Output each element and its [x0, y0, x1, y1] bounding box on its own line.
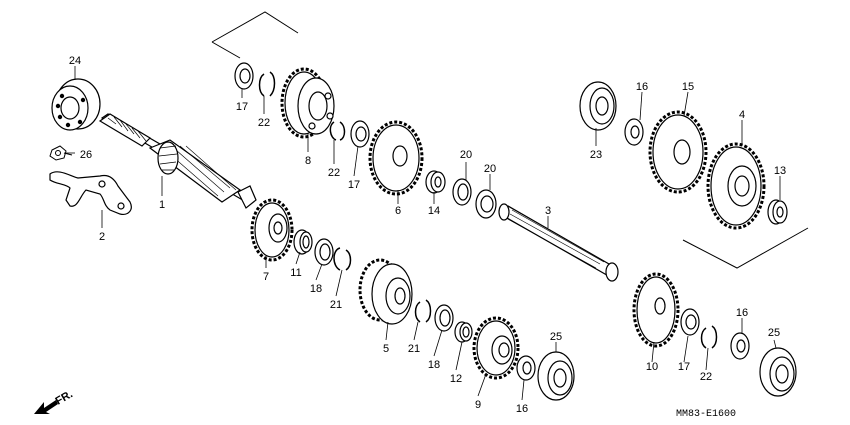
- callout-21b: 21: [408, 343, 420, 355]
- circlip-21b: [414, 299, 432, 323]
- circlip-21a: [333, 247, 352, 271]
- callout-23: 23: [590, 149, 602, 161]
- bearing-24: [51, 78, 101, 131]
- group-bracket-right: [682, 227, 809, 269]
- circlip-22a: [258, 71, 276, 97]
- callout-13: 13: [774, 165, 786, 177]
- gear-15: [648, 110, 708, 194]
- bushing-12: [454, 321, 473, 343]
- callout-17b: 17: [348, 179, 360, 191]
- callout-17c: 17: [678, 361, 690, 373]
- callout-7: 7: [263, 271, 269, 283]
- callout-18b: 18: [428, 359, 440, 371]
- washer-18b: [434, 304, 454, 332]
- callout-16a: 16: [516, 403, 528, 415]
- circlip-22b: [329, 121, 346, 141]
- gear-8: [280, 67, 335, 139]
- mainshaft-1: [98, 113, 257, 209]
- bolt-26: [49, 145, 73, 161]
- bearing-23: [579, 81, 617, 131]
- gear-6: [368, 120, 424, 196]
- washer-18a: [314, 238, 334, 266]
- callout-8: 8: [305, 155, 311, 167]
- callout-22a: 22: [258, 117, 270, 129]
- gear-9: [472, 316, 520, 380]
- callout-1: 1: [159, 199, 165, 211]
- callout-6: 6: [395, 205, 401, 217]
- group-bracket-top: [211, 11, 299, 59]
- callout-22b: 22: [328, 167, 340, 179]
- callout-18a: 18: [310, 283, 322, 295]
- gear-10: [632, 272, 680, 348]
- callout-15: 15: [682, 81, 694, 93]
- callout-2: 2: [99, 231, 105, 243]
- callout-21a: 21: [330, 299, 342, 311]
- callout-25b: 25: [768, 327, 780, 339]
- callout-17a: 17: [236, 101, 248, 113]
- gear-7: [250, 198, 294, 262]
- gear-4: [706, 142, 766, 230]
- callout-14: 14: [428, 205, 440, 217]
- callout-26: 26: [80, 149, 92, 161]
- front-direction-arrow: FR.: [34, 388, 75, 414]
- callout-5: 5: [383, 343, 389, 355]
- callout-9: 9: [475, 399, 481, 411]
- bracket-2: [49, 171, 132, 215]
- washer-17b: [350, 120, 370, 148]
- bushing-13: [767, 199, 788, 225]
- leader-lines: [66, 66, 781, 401]
- diagram-code: MM83-E1600: [676, 409, 736, 420]
- callout-12: 12: [450, 373, 462, 385]
- bushing-11: [293, 229, 313, 255]
- front-direction-label: FR.: [54, 388, 75, 407]
- washer-20: [452, 178, 472, 206]
- bushing-14: [425, 170, 446, 194]
- callout-16c: 16: [736, 307, 748, 319]
- callout-24: 24: [69, 55, 81, 67]
- callout-16b: 16: [636, 81, 648, 93]
- callout-4: 4: [739, 109, 745, 121]
- washer-19: [475, 189, 497, 219]
- callout-20: 20: [460, 149, 472, 161]
- circlip-22c: [700, 325, 718, 349]
- callout-10: 10: [646, 361, 658, 373]
- bearing-25a: [537, 351, 575, 401]
- callout-25a: 25: [550, 331, 562, 343]
- bearing-25b: [759, 347, 797, 397]
- callout-11: 11: [290, 267, 301, 279]
- callout-3: 3: [545, 205, 551, 217]
- callout-19: 20: [484, 163, 496, 175]
- gear-5: [358, 258, 413, 325]
- washer-16c: [730, 332, 750, 360]
- callout-22c: 22: [700, 371, 712, 383]
- washer-17c: [680, 308, 700, 336]
- washer-16a: [516, 355, 536, 381]
- washer-16b: [624, 118, 644, 146]
- callout-labels: 24 26 1 2 7 17 22 8 22 17 6 14 20 20 3 1…: [69, 55, 786, 415]
- countershaft-3: [498, 203, 619, 282]
- washer-17a: [234, 62, 254, 90]
